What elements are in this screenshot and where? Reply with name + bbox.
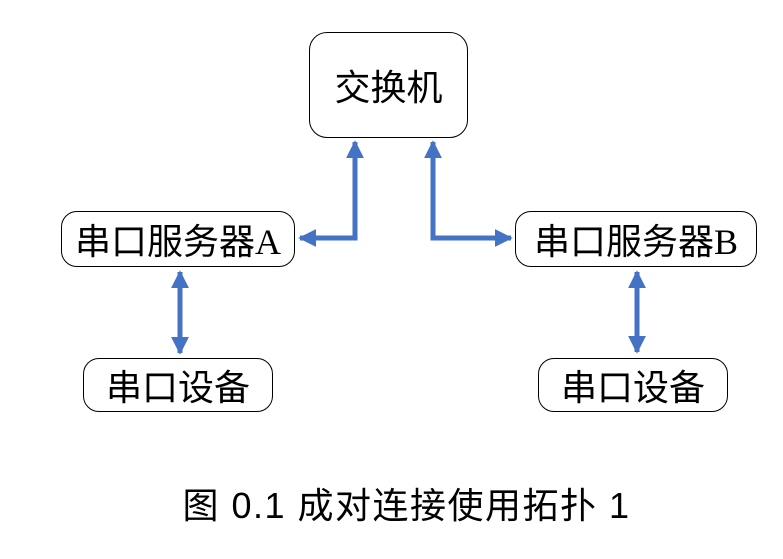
node-serial-device-a-label: 串口设备	[105, 368, 250, 408]
figure-caption: 图 0.1 成对连接使用拓扑 1	[182, 485, 631, 526]
node-switch-label: 交换机	[334, 68, 443, 108]
node-serial-device-a: 串口设备	[83, 358, 273, 412]
node-switch: 交换机	[309, 32, 468, 138]
node-serial-server-b-label: 串口服务器B	[533, 222, 738, 262]
node-serial-server-a: 串口服务器A	[61, 211, 295, 267]
connector-switch-server-a	[298, 140, 364, 247]
node-serial-device-b-label: 串口设备	[560, 368, 705, 408]
connector-switch-server-b	[424, 140, 513, 247]
node-serial-server-a-label: 串口服务器A	[75, 222, 281, 262]
node-serial-server-b: 串口服务器B	[515, 211, 757, 267]
node-serial-device-b: 串口设备	[538, 358, 728, 412]
